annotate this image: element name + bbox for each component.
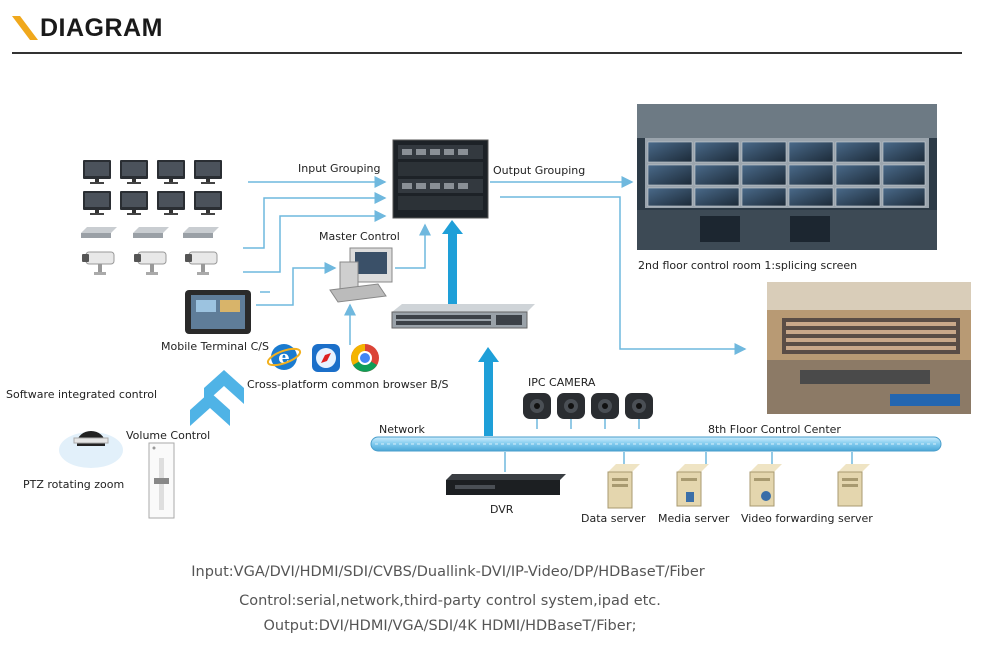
ptz-zoom-label: PTZ rotating zoom: [23, 478, 125, 491]
floor2-label: 2nd floor control room 1:splicing screen: [638, 259, 858, 272]
double-chevron-up-icon: [190, 370, 244, 426]
ptz-camera-icon: [59, 431, 123, 468]
control-center-8f-image: [767, 282, 971, 414]
thick-arrows: [442, 220, 499, 436]
ipc-camera-label: IPC CAMERA: [528, 376, 596, 389]
server-group: [623, 452, 853, 464]
dvr-label: DVR: [490, 503, 514, 516]
floor8-label: 8th Floor Control Center: [708, 423, 841, 436]
ipc-camera-group: [523, 392, 654, 430]
data-server-icon: [607, 464, 640, 509]
encoder-group: [81, 227, 219, 238]
matrix-switcher: [392, 139, 489, 219]
control-room-2f-image: [637, 104, 937, 250]
ie-icon: e: [266, 344, 302, 370]
tablet-icon: [185, 290, 251, 334]
input-grouping-label: Input Grouping: [298, 162, 381, 175]
camera-group: [82, 251, 218, 276]
header-divider: [12, 52, 962, 54]
mobile-terminal-label: Mobile Terminal C/S: [161, 340, 269, 353]
server-icon: [837, 464, 870, 507]
chrome-icon: [351, 344, 379, 372]
input-caption: Input:VGA/DVI/HDMI/SDI/CVBS/Duallink-DVI…: [191, 564, 705, 580]
video-forwarding-server-icon: [749, 464, 782, 507]
master-control-computer-icon: [329, 247, 393, 303]
browser-label: Cross-platform common browser B/S: [247, 378, 449, 391]
output-grouping-label: Output Grouping: [493, 164, 586, 177]
input-connections: [243, 176, 431, 345]
data-server-label: Data server: [581, 512, 646, 525]
network-switch: [391, 304, 535, 329]
network-bus: [370, 436, 942, 452]
volume-control-label: Volume Control: [126, 429, 211, 442]
safari-icon: [312, 344, 340, 372]
page-title: DIAGRAM: [40, 14, 163, 42]
media-server-label: Media server: [658, 512, 730, 525]
monitor-group: [83, 160, 222, 215]
master-control-label: Master Control: [319, 230, 400, 243]
svg-text:e: e: [278, 347, 289, 368]
video-forwarding-server-label: Video forwarding server: [741, 512, 873, 525]
software-control-label: Software integrated control: [6, 388, 158, 401]
output-caption: Output:DVI/HDMI/VGA/SDI/4K HDMI/HDBaseT/…: [263, 618, 637, 634]
header-accent-icon: [12, 16, 38, 40]
volume-control-panel: [148, 442, 175, 519]
system-diagram: e: [59, 104, 971, 519]
media-server-icon: [676, 464, 709, 507]
output-connections: [490, 176, 747, 355]
dvr-device: [446, 452, 566, 495]
control-caption: Control:serial,network,third-party contr…: [239, 593, 661, 609]
network-label: Network: [379, 423, 425, 436]
